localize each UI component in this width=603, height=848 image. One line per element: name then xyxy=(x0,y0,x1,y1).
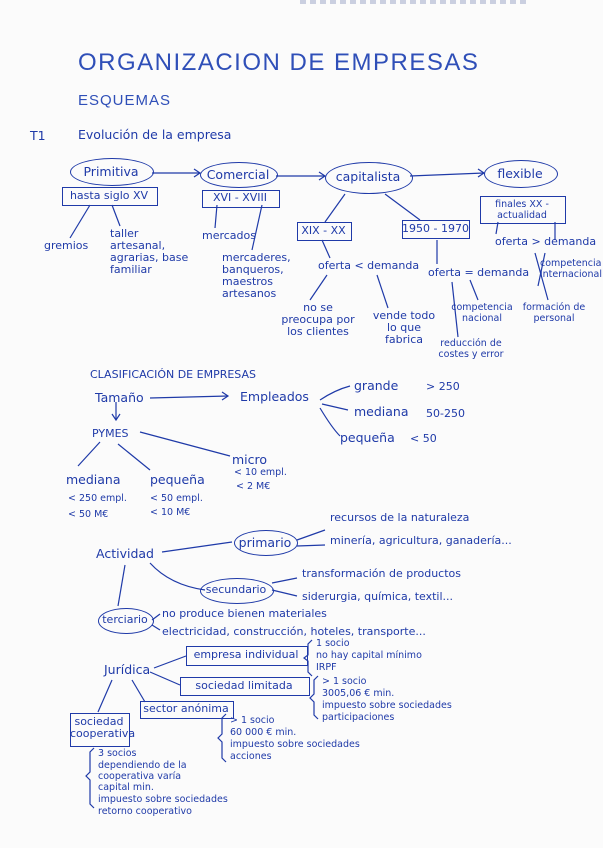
primario-label: primario xyxy=(238,535,292,550)
primario-oval xyxy=(234,530,298,556)
primitiva-item-2: taller artesanal, agrarias, base familia… xyxy=(110,227,189,276)
pymes-label: PYMES xyxy=(92,427,129,440)
tamano-label: Tamaño xyxy=(95,390,144,405)
empresa-individual-item-3: IRPF xyxy=(316,662,337,673)
sociedad-limitada-item-1: > 1 socio xyxy=(322,676,367,687)
primitiva-item-1: gremios xyxy=(44,239,89,252)
cap-period-1-box xyxy=(297,222,352,241)
sector-anonima-label: sector anónima xyxy=(143,702,229,715)
size-pequena-value: < 50 xyxy=(410,432,437,445)
cap-xix-item-2: vende todo lo que fabrica xyxy=(372,309,436,346)
cap-xix-text: oferta < demanda xyxy=(318,259,420,272)
secundario-label: secundario xyxy=(205,583,267,596)
top-edge-scribble xyxy=(300,0,530,4)
cooperativa-item-1: 3 socios xyxy=(98,748,137,759)
topic-number: T1 xyxy=(30,128,46,143)
stage-flexible: flexible xyxy=(497,166,543,181)
pymes-micro-l1: < 10 empl. xyxy=(234,467,287,478)
size-pequena-label: pequeña xyxy=(340,430,395,445)
pymes-micro-l2: < 2 M€ xyxy=(236,481,271,492)
sociedad-limitada-item-2: 3005,06 € min. xyxy=(322,688,395,699)
pymes-pequena-l2: < 10 M€ xyxy=(150,507,191,518)
stage-flexible-period: finales XX - actualidad xyxy=(495,199,549,221)
cap-1950-item-2: reducción de costes y error xyxy=(438,338,504,360)
cooperativa-label: sociedad cooperativa xyxy=(70,715,136,740)
sector-anonima-item-4: acciones xyxy=(230,751,272,762)
flexible-item-2: formación de personal xyxy=(522,302,586,324)
sociedad-limitada-item-3: impuesto sobre sociedades xyxy=(322,700,452,711)
cooperativa-box xyxy=(70,713,130,747)
sociedad-limitada-item-4: participaciones xyxy=(322,712,395,723)
page-title: ORGANIZACION DE EMPRESAS xyxy=(78,49,480,76)
size-grande-label: grande xyxy=(354,378,399,393)
empresa-individual-box xyxy=(186,646,308,666)
empresa-individual-label: empresa individual xyxy=(193,648,299,661)
comercial-item-2: mercaderes, banqueros, maestros artesano… xyxy=(222,251,291,300)
topic-title: Evolución de la empresa xyxy=(78,127,232,142)
classification-title: CLASIFICACIÓN DE EMPRESAS xyxy=(90,368,256,381)
flexible-item-1: competencia internacional xyxy=(540,258,602,280)
pymes-mediana-l1: < 250 empl. xyxy=(68,493,127,504)
cap-period-2: 1950 - 1970 xyxy=(402,222,469,235)
cap-1950-item-1: competencia nacional xyxy=(451,302,513,324)
stage-flexible-period-box xyxy=(480,196,566,224)
empresa-individual-item-1: 1 socio xyxy=(316,638,350,649)
terciario-oval xyxy=(98,608,154,634)
secundario-item-1: transformación de productos xyxy=(302,567,461,580)
sociedad-limitada-label: sociedad limitada xyxy=(195,679,293,692)
cap-xix-item-1: no se preocupa por los clientes xyxy=(281,301,355,338)
stage-primitiva: Primitiva xyxy=(83,164,139,179)
stage-comercial-oval xyxy=(200,162,278,188)
stage-capitalista: capitalista xyxy=(335,169,401,184)
primario-item-1: recursos de la naturaleza xyxy=(330,511,470,524)
terciario-label: terciario xyxy=(102,613,148,626)
pymes-pequena-label: pequeña xyxy=(150,472,205,487)
stage-capitalista-oval xyxy=(325,162,413,194)
pymes-mediana-label: mediana xyxy=(66,472,121,487)
stage-comercial-period-box xyxy=(202,190,280,208)
page-subtitle: ESQUEMAS xyxy=(78,92,172,109)
stage-primitiva-period: hasta siglo XV xyxy=(69,189,149,202)
size-mediana-value: 50-250 xyxy=(426,407,465,420)
cooperativa-item-5: retorno cooperativo xyxy=(98,806,192,817)
cap-period-1: XIX - XX xyxy=(301,224,346,237)
pymes-micro-label: micro xyxy=(232,452,268,467)
pymes-pequena-l1: < 50 empl. xyxy=(150,493,203,504)
sector-anonima-item-2: 60 000 € min. xyxy=(230,727,297,738)
size-grande-value: > 250 xyxy=(426,380,460,393)
secundario-item-2: siderurgia, química, textil... xyxy=(302,590,454,603)
stage-comercial: Comercial xyxy=(206,167,270,182)
terciario-item-2: electricidad, construcción, hoteles, tra… xyxy=(162,625,426,638)
empresa-individual-item-2: no hay capital mínimo xyxy=(316,650,422,661)
juridica-label: Jurídica xyxy=(104,662,151,677)
terciario-item-1: no produce bienen materiales xyxy=(162,607,327,620)
actividad-label: Actividad xyxy=(96,546,154,561)
sociedad-limitada-box xyxy=(180,677,310,696)
sector-anonima-box xyxy=(140,701,234,719)
size-mediana-label: mediana xyxy=(354,404,409,419)
comercial-item-1: mercados xyxy=(202,229,256,242)
cap-period-2-box xyxy=(402,220,470,239)
cooperativa-item-4: impuesto sobre sociedades xyxy=(98,794,228,805)
primario-item-2: minería, agricultura, ganadería... xyxy=(330,534,512,547)
stage-primitiva-oval xyxy=(70,158,154,186)
cap-1950-text: oferta = demanda xyxy=(428,266,530,279)
flexible-text: oferta > demanda xyxy=(495,235,597,248)
empleados-label: Empleados xyxy=(240,389,309,404)
cooperativa-item-2: dependiendo de la cooperativa varía xyxy=(98,760,187,782)
sector-anonima-item-1: > 1 socio xyxy=(230,715,275,726)
cooperativa-item-3: capital min. xyxy=(98,782,154,793)
stage-comercial-period: XVI - XVIII xyxy=(212,191,268,204)
stage-primitiva-period-box xyxy=(62,187,158,206)
secundario-oval xyxy=(200,578,274,604)
stage-flexible-oval xyxy=(484,160,558,188)
sector-anonima-item-3: impuesto sobre sociedades xyxy=(230,739,360,750)
pymes-mediana-l2: < 50 M€ xyxy=(68,509,109,520)
